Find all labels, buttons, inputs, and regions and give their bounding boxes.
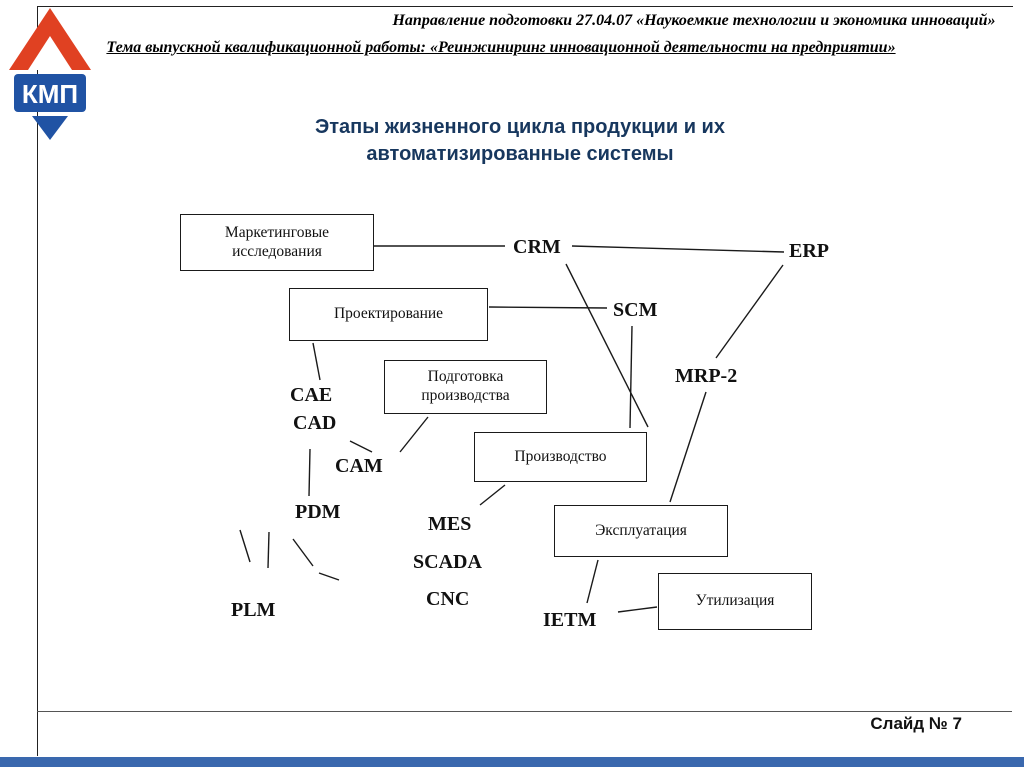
diagram-connector xyxy=(267,531,270,569)
header-thesis-line: Тема выпускной квалификационной работы: … xyxy=(106,39,896,56)
diagram-connector xyxy=(399,416,429,453)
slide-number-label: Слайд № 7 xyxy=(870,714,962,733)
diagram-label-cad: CAD xyxy=(293,412,337,434)
diagram-box-marketing: Маркетинговые исследования xyxy=(180,214,374,271)
diagram-label-crm: CRM xyxy=(513,236,561,258)
diagram-connector xyxy=(669,391,707,503)
kmp-logo-icon: КМП xyxy=(9,8,91,140)
diagram-label-cae: CAE xyxy=(290,384,333,406)
diagram-connector xyxy=(312,342,321,381)
slide-title: Этапы жизненного цикла продукции и их ав… xyxy=(160,114,880,168)
footer-rule xyxy=(37,711,1012,712)
slide-border-top xyxy=(37,6,1013,7)
kmp-logo: КМП xyxy=(8,6,92,142)
diagram-label-plm: PLM xyxy=(231,599,276,621)
diagram-connector xyxy=(292,538,314,567)
diagram-connector xyxy=(617,606,658,613)
diagram-label-scada: SCADA xyxy=(413,551,482,573)
diagram-label-mrp2: MRP-2 xyxy=(675,365,738,387)
slide-border-left xyxy=(37,6,38,756)
diagram-label-mes: MES xyxy=(428,513,472,535)
diagram-connector xyxy=(715,264,784,359)
diagram-connector xyxy=(318,572,340,581)
kmp-logo-text: КМП xyxy=(22,79,78,109)
diagram-connector xyxy=(349,440,373,453)
diagram-label-cnc: CNC xyxy=(426,588,470,610)
diagram-box-design: Проектирование xyxy=(289,288,488,341)
diagram-connector xyxy=(571,245,785,253)
diagram-connector xyxy=(629,325,633,429)
diagram-label-cam: CAM xyxy=(335,455,383,477)
diagram-box-prep: Подготовка производства xyxy=(384,360,547,414)
diagram-connector xyxy=(308,448,311,497)
diagram-box-disposal: Утилизация xyxy=(658,573,812,630)
diagram-label-scm: SCM xyxy=(613,299,658,321)
diagram-connector xyxy=(479,484,506,506)
diagram-label-pdm: PDM xyxy=(295,501,341,523)
header-program-line: Направление подготовки 27.04.07 «Наукоем… xyxy=(392,12,996,29)
diagram-connector xyxy=(239,529,251,563)
diagram-connector xyxy=(565,263,649,428)
slide-title-line2: автоматизированные системы xyxy=(366,143,674,165)
diagram-box-operation: Эксплуатация xyxy=(554,505,728,557)
diagram-connector xyxy=(488,306,608,309)
diagram-box-production: Производство xyxy=(474,432,647,482)
slide-title-line1: Этапы жизненного цикла продукции и их xyxy=(315,116,725,138)
diagram-label-erp: ERP xyxy=(789,240,829,262)
bottom-accent-bar xyxy=(0,757,1024,767)
diagram-connector xyxy=(586,559,599,604)
diagram-label-ietm: IETM xyxy=(543,609,597,631)
